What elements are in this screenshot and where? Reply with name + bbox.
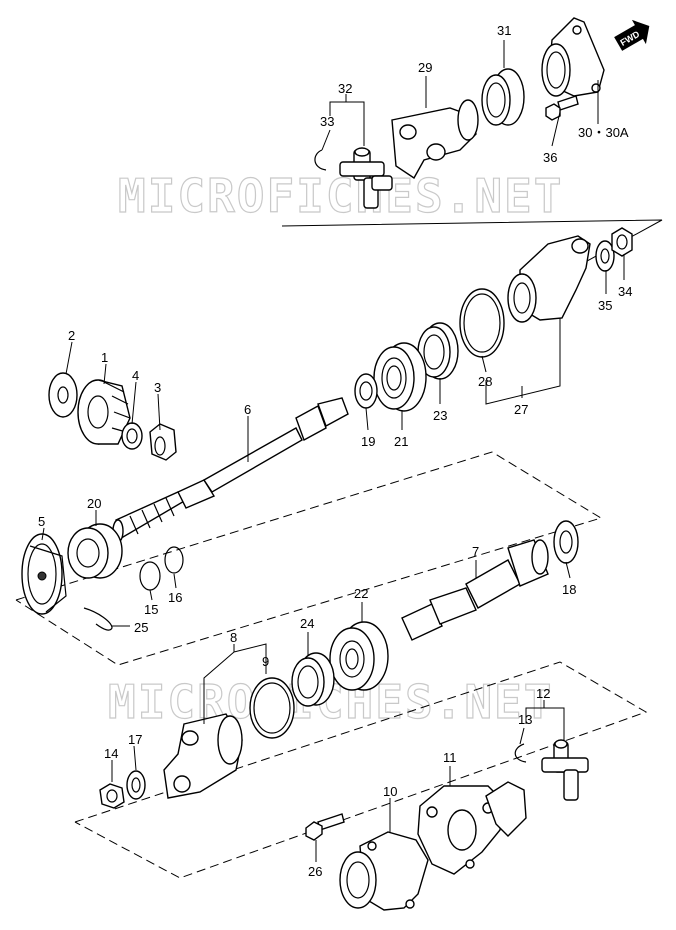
part-1-bevel-gear: [77, 379, 131, 445]
part-34-nut: [611, 227, 633, 257]
callout-19: 19: [361, 434, 375, 449]
part-3-nut: [149, 423, 177, 461]
callout-32: 32: [338, 81, 352, 96]
callout-labels: 31 29 32 33 30・30A 36 34 35 28 27 23 21 …: [38, 23, 632, 879]
part-20-bearing: [67, 523, 123, 579]
callout-6: 6: [244, 402, 251, 417]
callout-35: 35: [598, 298, 612, 313]
part-30-flange-housing: [541, 17, 605, 97]
part-8-yoke: [163, 713, 243, 799]
callout-28: 28: [478, 374, 492, 389]
callout-23: 23: [433, 408, 447, 423]
callout-34: 34: [618, 284, 632, 299]
part-33-circlip: [314, 149, 327, 171]
part-15-circlip: [139, 561, 161, 591]
leader-lines: [41, 40, 625, 862]
callout-30: 30・30A: [578, 125, 629, 140]
callout-14: 14: [104, 746, 118, 761]
callout-12: 12: [536, 686, 550, 701]
part-10-flange: [339, 831, 429, 911]
callout-29: 29: [418, 60, 432, 75]
callout-24: 24: [300, 616, 314, 631]
part-14-nut: [99, 783, 125, 809]
part-23-bearing-race: [417, 322, 459, 380]
callout-7: 7: [472, 544, 479, 559]
callout-22: 22: [354, 586, 368, 601]
part-36-bolt: [545, 95, 579, 121]
part-18-washer: [553, 520, 579, 564]
part-28-seal: [459, 288, 505, 358]
part-29-yoke: [391, 99, 479, 180]
callout-13: 13: [518, 712, 532, 727]
callout-2: 2: [68, 328, 75, 343]
callout-33: 33: [320, 114, 334, 129]
callout-36: 36: [543, 150, 557, 165]
callout-27: 27: [514, 402, 528, 417]
callout-17: 17: [128, 732, 142, 747]
callout-10: 10: [383, 784, 397, 799]
part-4-washer: [121, 422, 143, 450]
part-7-shaft: [401, 539, 549, 641]
callout-5: 5: [38, 514, 45, 529]
part-25-clip: [83, 607, 113, 631]
callout-20: 20: [87, 496, 101, 511]
watermark-top: MICROFICHES.NET: [118, 169, 563, 223]
part-19-washer: [354, 373, 378, 409]
part-12-universal-joint: [541, 739, 589, 801]
part-9-seal: [249, 677, 295, 739]
part-31-seal: [481, 68, 525, 126]
callout-1: 1: [101, 350, 108, 365]
callout-25: 25: [134, 620, 148, 635]
part-13-circlip: [514, 743, 527, 763]
callout-18: 18: [562, 582, 576, 597]
part-16-circlip: [164, 546, 184, 574]
part-26-bolt: [305, 813, 345, 841]
callout-15: 15: [144, 602, 158, 617]
part-32-universal-joint: [339, 147, 393, 209]
section-boundary-bottom: [74, 661, 648, 879]
part-6-shaft: [112, 397, 349, 543]
callout-8: 8: [230, 630, 237, 645]
callout-26: 26: [308, 864, 322, 879]
callout-4: 4: [132, 368, 139, 383]
part-2-washer: [48, 372, 78, 418]
fwd-arrow-icon: FWD: [614, 19, 650, 51]
callout-16: 16: [168, 590, 182, 605]
part-27-flange-yoke: [507, 235, 591, 323]
part-24-bearing-race: [291, 652, 335, 707]
part-17-washer: [126, 770, 146, 800]
part-5-gear: [21, 533, 67, 615]
part-35-washer: [595, 240, 615, 272]
callout-9: 9: [262, 654, 269, 669]
callout-31: 31: [497, 23, 511, 38]
callout-11: 11: [443, 750, 457, 765]
part-22-bearing: [329, 621, 389, 691]
part-11-flange-yoke: [417, 781, 527, 875]
callout-3: 3: [154, 380, 161, 395]
callout-21: 21: [394, 434, 408, 449]
part-21-bearing: [373, 342, 427, 412]
